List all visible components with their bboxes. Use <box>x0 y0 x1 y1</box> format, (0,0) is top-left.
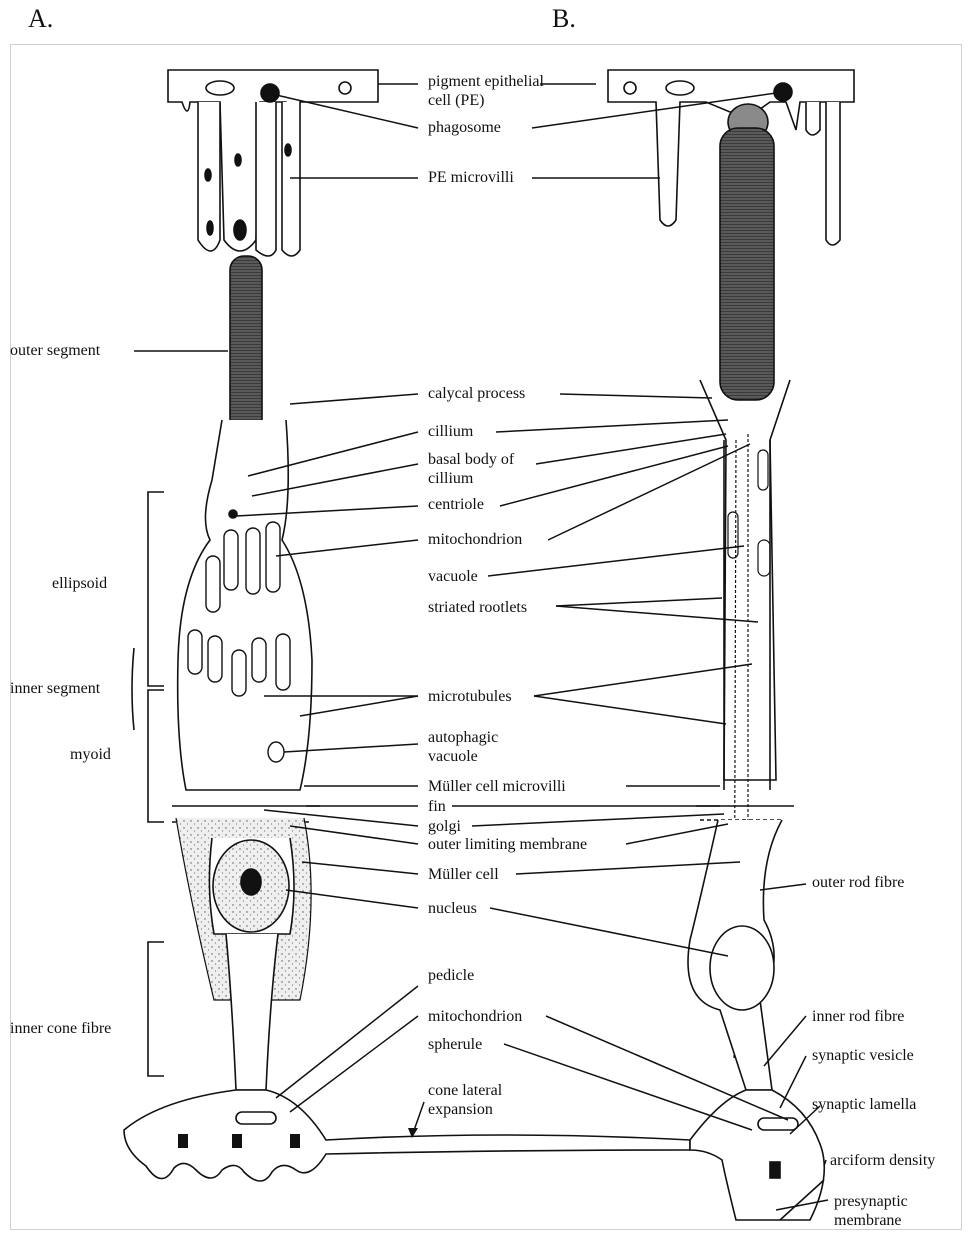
label-outer-limiting-membrane: outer limiting membrane <box>428 835 587 854</box>
label-nucleus: nucleus <box>428 899 477 918</box>
label-pe-microvilli: PE microvilli <box>428 168 514 187</box>
label-outer-rod-fibre: outer rod fibre <box>812 873 904 892</box>
label-mitochondrion: mitochondrion <box>428 530 522 549</box>
label-microtubules: microtubules <box>428 687 512 706</box>
label-outer-segment: outer segment <box>10 341 100 360</box>
label-mitochondrion-2: mitochondrion <box>428 1007 522 1026</box>
outer-segment-b <box>720 128 774 400</box>
inner-segment-a <box>178 420 312 790</box>
label-synaptic-lamella: synaptic lamella <box>812 1095 916 1114</box>
label-cillium: cillium <box>428 422 473 441</box>
label-muller-cell: Müller cell <box>428 865 499 884</box>
pedicle-a <box>124 1090 690 1181</box>
pe-cell-a <box>168 70 378 256</box>
label-golgi: golgi <box>428 817 461 836</box>
label-vacuole: vacuole <box>428 567 478 586</box>
brackets <box>132 492 164 1076</box>
label-ellipsoid: ellipsoid <box>52 574 107 593</box>
spherule-b <box>690 1090 824 1220</box>
label-fin: fin <box>428 797 446 816</box>
nucleus-b <box>710 926 774 1010</box>
label-striated-rootlets: striated rootlets <box>428 598 527 617</box>
label-arciform-density: arciform density <box>830 1151 935 1170</box>
label-inner-cone-fibre: inner cone fibre <box>10 1019 111 1038</box>
label-calycal-process: calycal process <box>428 384 525 403</box>
label-inner-rod-fibre: inner rod fibre <box>812 1007 904 1026</box>
label-synaptic-vesicle: synaptic vesicle <box>812 1046 914 1065</box>
label-spherule: spherule <box>428 1035 482 1054</box>
label-centriole: centriole <box>428 495 484 514</box>
label-pedicle: pedicle <box>428 966 474 985</box>
label-phagosome: phagosome <box>428 118 501 137</box>
label-muller-cell-microvilli: Müller cell microvilli <box>428 777 566 796</box>
label-inner-segment: inner segment <box>10 679 100 698</box>
label-myoid: myoid <box>70 745 111 764</box>
